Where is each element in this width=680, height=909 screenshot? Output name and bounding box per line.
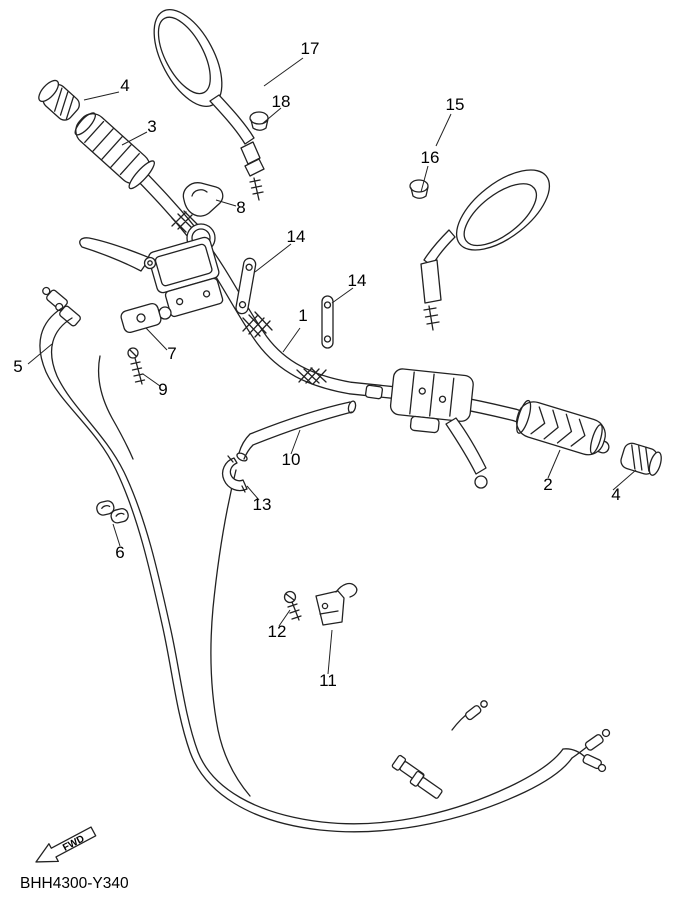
right-mirror [420, 169, 551, 331]
brake-lever-left [79, 237, 151, 272]
mirror-cap-16 [409, 179, 429, 199]
left-grip [74, 112, 155, 190]
leader-lines [27, 57, 637, 675]
drawing-code: BHH4300-Y340 [20, 875, 129, 892]
master-cylinder [79, 223, 224, 320]
callout-4-right[interactable]: 4 [611, 485, 620, 504]
mirror-cap-18 [249, 111, 269, 131]
callout-14-lower[interactable]: 14 [348, 271, 367, 290]
callout-8[interactable]: 8 [236, 198, 245, 217]
fwd-label: FWD [61, 833, 86, 853]
mirror-stem [209, 94, 255, 145]
clamp-7 [120, 302, 162, 334]
right-switch-housing [364, 368, 488, 489]
callout-7[interactable]: 7 [167, 344, 176, 363]
clamp-6 [96, 500, 129, 524]
hose-10 [236, 400, 357, 462]
callout-5[interactable]: 5 [13, 357, 22, 376]
callout-9[interactable]: 9 [158, 380, 167, 399]
screw-9 [127, 347, 146, 385]
callout-15[interactable]: 15 [446, 95, 465, 114]
stay-14-lower [321, 295, 334, 349]
callout-17[interactable]: 17 [301, 39, 320, 58]
right-bar-end [620, 442, 662, 476]
callout-2[interactable]: 2 [543, 475, 552, 494]
callout-10[interactable]: 10 [282, 450, 301, 469]
stay-14-upper [235, 257, 257, 315]
callout-11[interactable]: 11 [319, 671, 337, 690]
fwd-arrow: FWD [35, 826, 97, 863]
knurl-marks [171, 210, 327, 385]
cables [39, 286, 611, 833]
callout-3[interactable]: 3 [147, 117, 156, 136]
callout-18[interactable]: 18 [272, 92, 291, 111]
callout-4-left[interactable]: 4 [120, 76, 129, 95]
callout-1[interactable]: 1 [298, 306, 307, 325]
callout-12[interactable]: 12 [268, 622, 287, 641]
brake-lever-right [445, 417, 487, 475]
left-bar-end [38, 79, 80, 121]
clamp-8 [182, 182, 224, 217]
callout-14-upper[interactable]: 14 [287, 227, 306, 246]
left-mirror [153, 8, 265, 201]
callout-13[interactable]: 13 [253, 495, 272, 514]
callout-6[interactable]: 6 [115, 543, 124, 562]
holder-11 [315, 582, 358, 626]
screw-12 [283, 590, 302, 621]
right-grip [515, 399, 606, 456]
callouts: 1 2 3 4 4 5 6 7 8 9 10 11 12 13 14 14 15… [13, 39, 620, 690]
clamp-13 [221, 455, 248, 493]
callout-16[interactable]: 16 [421, 148, 440, 167]
